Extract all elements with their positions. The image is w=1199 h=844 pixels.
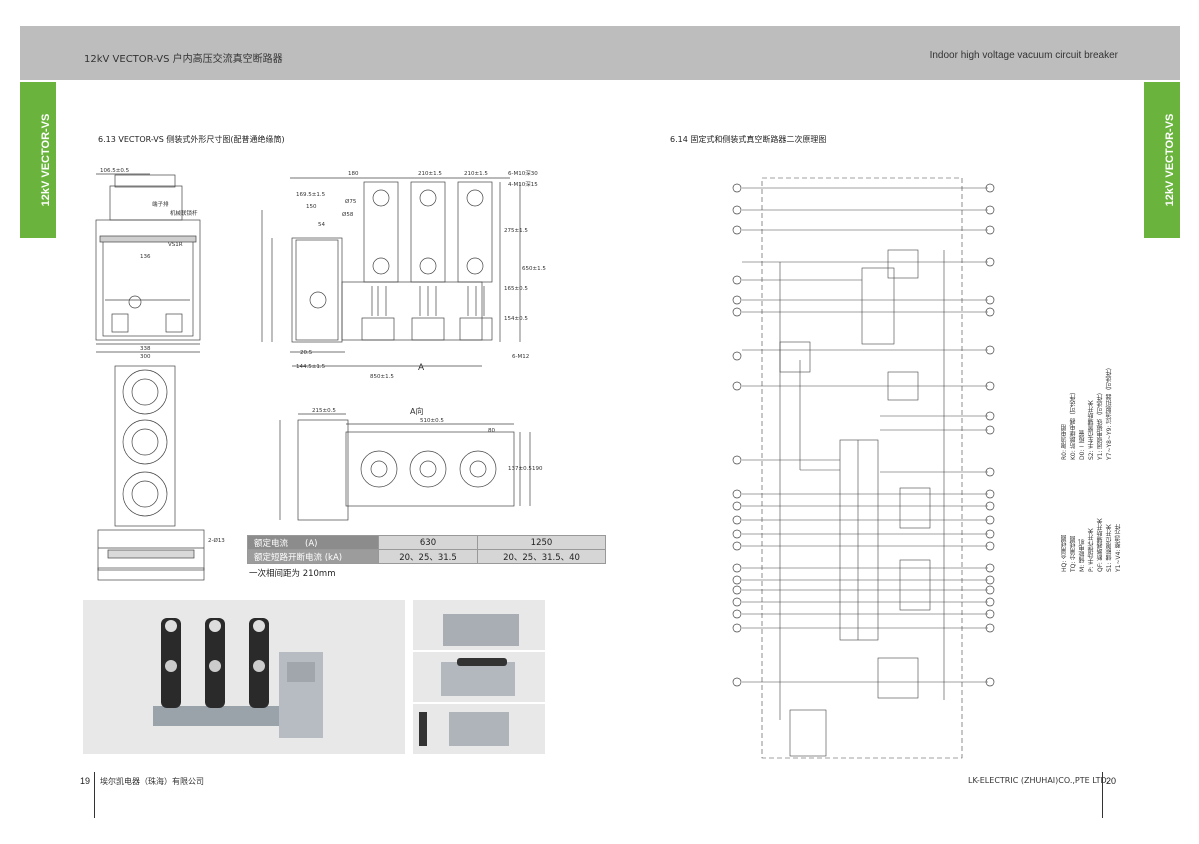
page-number-right: 20 <box>1106 776 1117 786</box>
label-d144: 144.5±1.5 <box>296 364 326 370</box>
footer-divider-left <box>94 772 95 818</box>
legend-item: QF: 断路器辅助开关 <box>1097 518 1104 572</box>
label-d338: 338 <box>140 346 151 352</box>
section-title-dimensions: 6.13 VECTOR-VS 侧装式外形尺寸图(配普通绝缘筒) <box>98 135 285 144</box>
label-d180: 180 <box>348 171 359 177</box>
legend-item: M: 储能电机 <box>1079 538 1086 572</box>
label-m12: 6-M12 <box>512 354 529 360</box>
spec-table: 额定电流 (A) 630 1250 额定短路开断电流 (kA) 20、25、31… <box>247 535 606 564</box>
legend-item: P: 手动操作开关 <box>1088 528 1095 572</box>
secondary-schematic <box>742 177 988 759</box>
header-title-left: 12kV VECTOR-VS 户内高压交流真空断路器 <box>84 54 283 65</box>
legend-item: Y7~Y8~Y9: 过流脱扣器（可选件） <box>1106 363 1113 460</box>
label-view-a: A向 <box>410 406 423 416</box>
footer-company-cn: 埃尔凯电器（珠海）有限公司 <box>100 777 204 786</box>
label-vs1r: VS1R <box>168 242 183 248</box>
breaker-photo-details <box>413 600 545 754</box>
legend-item: HQ: 合闸线圈 <box>1061 534 1068 572</box>
spec-row1-label: 额定电流 (A) <box>247 535 379 550</box>
label-d150: 150 <box>306 204 317 210</box>
label-d54: 54 <box>318 222 325 228</box>
footer-divider-right <box>1102 772 1103 818</box>
legend-item: K0: 防跳继电器（可选件） <box>1070 388 1077 460</box>
view-a-drawing <box>279 413 531 521</box>
label-d215: 215±0.5 <box>312 408 336 414</box>
label-d137: 137±0.5 <box>508 466 532 472</box>
header-title-right: Indoor high voltage vacuum circuit break… <box>929 50 1118 61</box>
side-tab-right: 12kV VECTOR-VS <box>1144 82 1180 238</box>
label-hole: 2-Ø13 <box>208 537 225 544</box>
label-d650: 650±1.5 <box>522 266 546 272</box>
spec-row2-label: 额定短路开断电流 (kA) <box>247 549 379 564</box>
spec-row1-v2: 1250 <box>477 535 606 550</box>
spec-row1-v1: 630 <box>378 535 478 550</box>
legend-item: S2: 手车位置辅助开关 <box>1088 400 1095 460</box>
legend-item: TQ: 分闸线圈 <box>1070 535 1077 572</box>
page-header: 12kV VECTOR-VS 户内高压交流真空断路器 Indoor high v… <box>20 26 1180 80</box>
spec-row-current: 额定电流 (A) 630 1250 <box>247 535 606 550</box>
phase-spacing-note: 一次相间距为 210mm <box>249 569 336 579</box>
side-tab-left: 12kV VECTOR-VS <box>20 82 56 238</box>
label-d190: 190 <box>532 466 543 472</box>
legend-item: D0: 二极管 <box>1079 429 1086 460</box>
breaker-photo-main <box>83 600 405 754</box>
spec-row2-v1: 20、25、31.5 <box>378 549 478 564</box>
breaker-photo-illustration <box>153 618 323 738</box>
label-d850: 850±1.5 <box>370 374 394 380</box>
legend-item: R0: 限流电阻 <box>1061 424 1068 460</box>
label-d275: 275±1.5 <box>504 228 528 234</box>
legend-item: Y1: 闭锁电磁铁（可选件） <box>1097 388 1104 460</box>
label-d300: 300 <box>140 354 151 360</box>
label-d165: 165±0.5 <box>504 286 528 292</box>
elevation-drawing <box>261 177 521 367</box>
side-view-drawing <box>97 365 205 581</box>
label-d510: 510±0.5 <box>420 418 444 424</box>
legend-col2: R0: 限流电阻 K0: 防跳继电器（可选件） D0: 二极管 S2: 手车位置… <box>1060 340 1114 460</box>
label-d210a: 210±1.5 <box>418 171 442 177</box>
label-d75: Ø75 <box>345 198 357 205</box>
legend-item: S1: 储能限位开关 <box>1106 524 1113 572</box>
label-arrow-a: A <box>418 363 425 373</box>
label-term-block: 端子排 <box>152 200 169 208</box>
front-view-drawing <box>95 173 201 353</box>
label-interlock: 机械联锁杆 <box>170 209 198 217</box>
footer-company-en: LK-ELECTRIC (ZHUHAI)CO.,PTE LTD. <box>968 776 1110 785</box>
section-title-schematic: 6.14 固定式和侧装式真空断路器二次原理图 <box>670 135 827 144</box>
label-d205: 20.5 <box>300 350 313 356</box>
label-d80: 80 <box>488 428 495 434</box>
breaker-detail-illustration <box>413 614 545 746</box>
label-m10: 6-M10深30 <box>508 169 538 177</box>
spec-row-breaking: 额定短路开断电流 (kA) 20、25、31.5 20、25、31.5、40 <box>247 549 606 564</box>
legend-item: Y1~V4: 整流元件 <box>1115 523 1122 572</box>
label-d136: 136 <box>140 254 151 260</box>
label-d169: 169.5±1.5 <box>296 192 326 198</box>
page-number-left: 19 <box>80 776 91 786</box>
legend-col1: HQ: 合闸线圈 TQ: 分闸线圈 M: 储能电机 P: 手动操作开关 QF: … <box>1060 452 1123 572</box>
spec-row2-v2: 20、25、31.5、40 <box>477 549 606 564</box>
label-d154: 154±0.5 <box>504 316 528 322</box>
label-dim-top: 106.5±0.5 <box>100 168 130 174</box>
label-m10b: 4-M10深15 <box>508 180 538 188</box>
label-d210b: 210±1.5 <box>464 171 488 177</box>
label-d58: Ø58 <box>342 211 354 218</box>
